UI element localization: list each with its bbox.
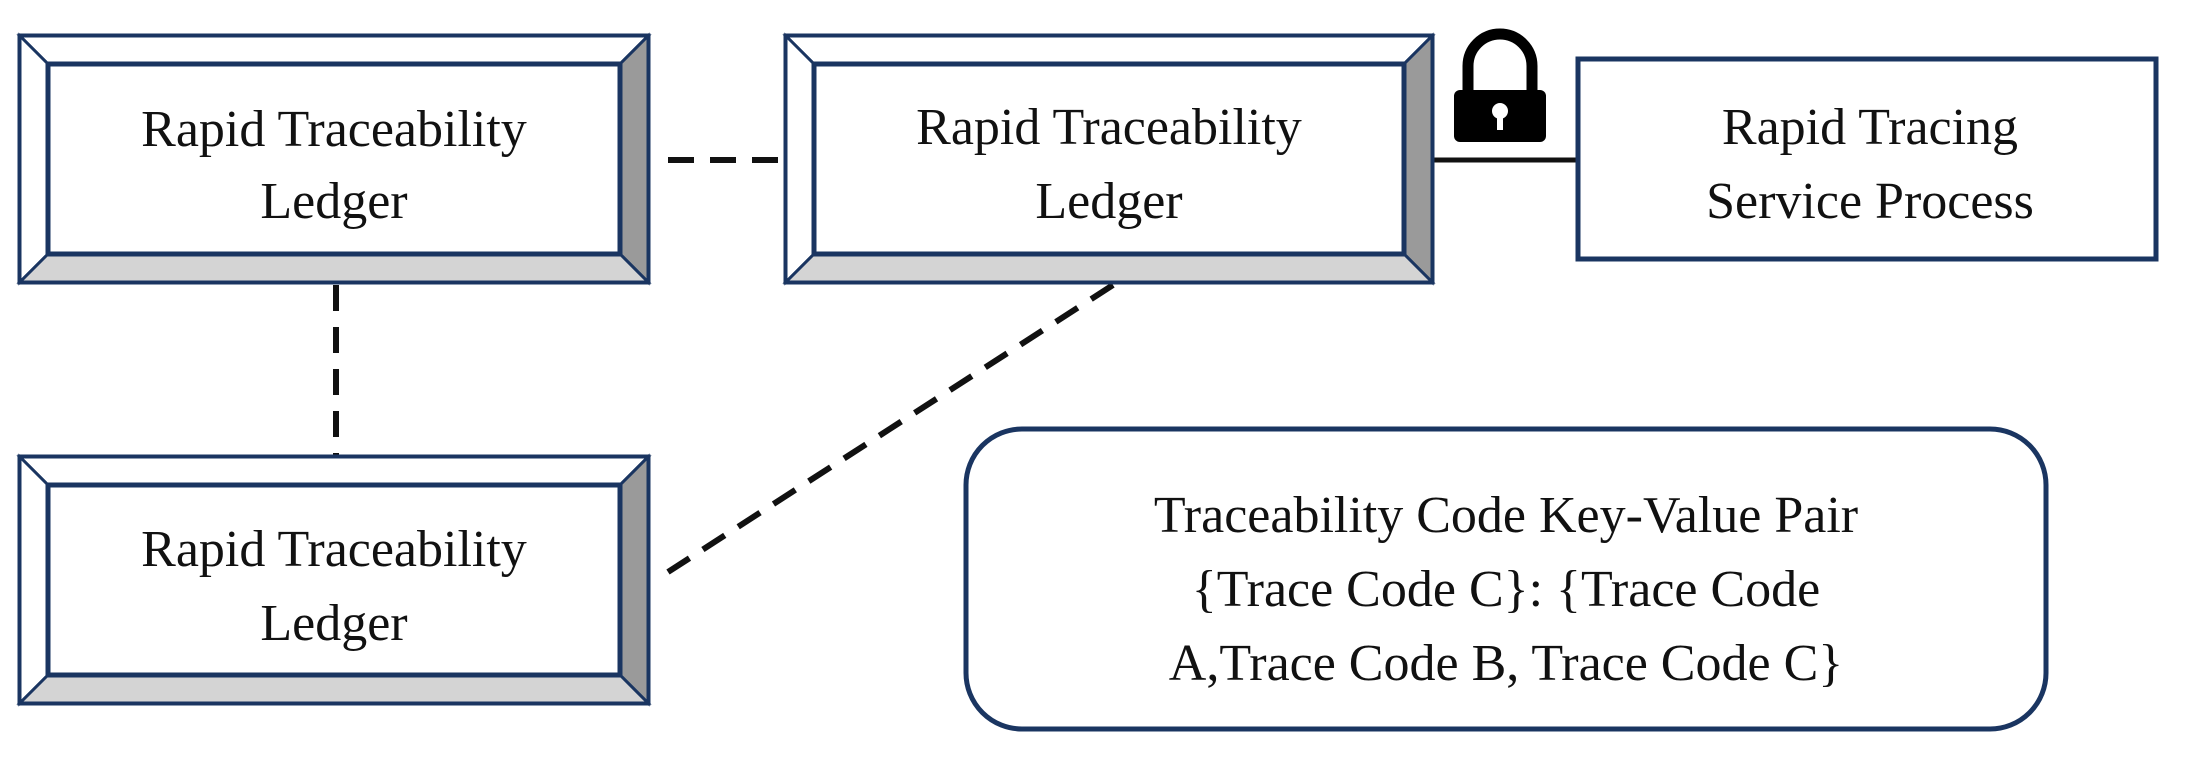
kv-key-line: {Trace Code C}: {Trace Code: [1192, 561, 1821, 618]
service-label-line1: Rapid Tracing: [1722, 99, 2018, 156]
connector-ledger2-ledger3: [666, 282, 1115, 575]
ledger-3-label-line2: Ledger: [260, 595, 407, 652]
ledger-box-1: Rapid Traceability Ledger: [16, 32, 652, 286]
ledger-2-label-line1: Rapid Traceability: [916, 99, 1302, 156]
ledger-box-2: Rapid Traceability Ledger: [782, 32, 1436, 286]
kv-value-line: A,Trace Code B, Trace Code C}: [1169, 635, 1843, 692]
ledger-box-3: Rapid Traceability Ledger: [16, 453, 652, 707]
kv-title: Traceability Code Key-Value Pair: [1154, 487, 1858, 544]
connectors: [333, 157, 1578, 575]
padlock-icon: [1454, 28, 1546, 142]
service-process-box: Rapid Tracing Service Process: [1575, 56, 2159, 262]
key-value-pair-box: Traceability Code Key-Value Pair {Trace …: [963, 426, 2049, 732]
ledger-3-label-line1: Rapid Traceability: [141, 521, 527, 578]
ledger-2-label-line2: Ledger: [1035, 173, 1182, 230]
ledger-1-label-line1: Rapid Traceability: [141, 101, 527, 158]
ledger-1-label-line2: Ledger: [260, 173, 407, 230]
service-label-line2: Service Process: [1706, 173, 2034, 230]
